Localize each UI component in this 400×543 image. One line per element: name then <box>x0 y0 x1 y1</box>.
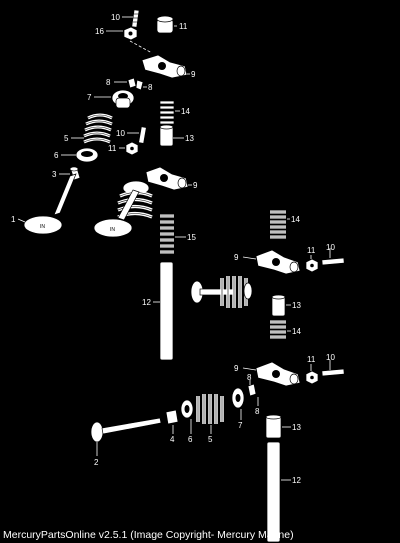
part-seal-top <box>75 147 99 163</box>
leader-lines <box>17 16 331 481</box>
part-retainer-top <box>111 89 135 109</box>
part-intake-valve-mid: IN <box>93 189 140 238</box>
part-spring-14-low <box>270 320 286 339</box>
part-nut-top <box>123 26 138 41</box>
callout-label: 16 <box>95 27 104 36</box>
callout-label: 10 <box>116 129 125 138</box>
part-stud-mid <box>138 126 147 144</box>
part-cap-16 <box>156 15 174 34</box>
callout-label: 9 <box>193 181 198 190</box>
callout-label: 1 <box>11 215 16 224</box>
part-lifter-low <box>265 414 282 439</box>
callout-label: 7 <box>87 93 92 102</box>
callout-label: 12 <box>292 476 301 485</box>
callout-label: 8 <box>247 373 252 382</box>
part-keepers-top <box>127 77 144 91</box>
callout-label: 5 <box>64 134 69 143</box>
part-nut-low <box>305 370 319 385</box>
part-valve-spring-top <box>83 113 113 144</box>
callout-label: 10 <box>111 13 120 22</box>
callout-label: 13 <box>292 301 301 310</box>
part-lifter-top <box>159 124 174 147</box>
part-rocker-arm-low <box>255 361 301 387</box>
callout-label: 3 <box>52 170 57 179</box>
callout-label: 10 <box>326 243 335 252</box>
callout-label: 8 <box>148 83 153 92</box>
callout-label: 7 <box>238 421 243 430</box>
callout-label: 8 <box>255 407 260 416</box>
part-keepers-low <box>247 383 257 397</box>
part-valve-horizontal-mid <box>190 276 253 308</box>
callout-label: 12 <box>142 298 151 307</box>
callout-label: 11 <box>179 22 188 31</box>
part-guide-low <box>165 409 179 425</box>
callout-label: 14 <box>292 327 301 336</box>
part-stud-low <box>321 368 345 377</box>
callout-label: 14 <box>291 215 300 224</box>
part-stud-top <box>131 9 140 28</box>
callout-label: 4 <box>170 435 175 444</box>
part-spring-14-mid <box>270 210 286 239</box>
callout-label: 11 <box>307 246 316 255</box>
callout-label: 15 <box>187 233 196 242</box>
part-valve-horizontal-low <box>90 417 162 443</box>
callout-label: 8 <box>106 78 111 87</box>
callout-label: 11 <box>108 144 117 153</box>
callout-label: 11 <box>307 355 316 364</box>
callout-label: 13 <box>185 134 194 143</box>
callout-label: 2 <box>94 458 99 467</box>
part-nut-mid <box>125 141 139 156</box>
image-copyright-caption: MercuryPartsOnline v2.5.1 (Image Copyrig… <box>3 529 294 541</box>
part-rocker-arm-right <box>255 249 301 275</box>
callout-label: 6 <box>188 435 193 444</box>
part-valve-spring-low <box>196 394 224 424</box>
part-pushrod-low <box>266 441 281 543</box>
callout-labels: 10 11 16 9 8 8 7 14 5 10 13 6 11 3 9 1 1… <box>11 13 335 485</box>
part-pushrod-top <box>159 261 174 361</box>
part-rocker-arm-mid <box>145 166 189 191</box>
part-rocker-arm-top <box>141 54 188 79</box>
callout-label: 13 <box>292 423 301 432</box>
part-stud-right <box>321 257 345 266</box>
callout-label: 9 <box>234 364 239 373</box>
callout-label: 5 <box>208 435 213 444</box>
callout-label: 6 <box>54 151 59 160</box>
valve-stamp-1: IN <box>40 224 45 230</box>
callout-label: 9 <box>191 70 196 79</box>
part-spring-15 <box>160 214 174 254</box>
part-intake-valve-1: IN <box>23 173 77 235</box>
part-spring-top <box>159 100 175 125</box>
callout-label: 9 <box>234 253 239 262</box>
part-seal-low <box>180 399 194 419</box>
part-nut-right <box>305 258 319 273</box>
callout-label: 14 <box>181 107 190 116</box>
callout-label: 10 <box>326 353 335 362</box>
part-retainer-low <box>231 387 245 409</box>
valve-stamp-2: IN <box>110 227 115 233</box>
part-lifter-mid <box>271 294 286 317</box>
